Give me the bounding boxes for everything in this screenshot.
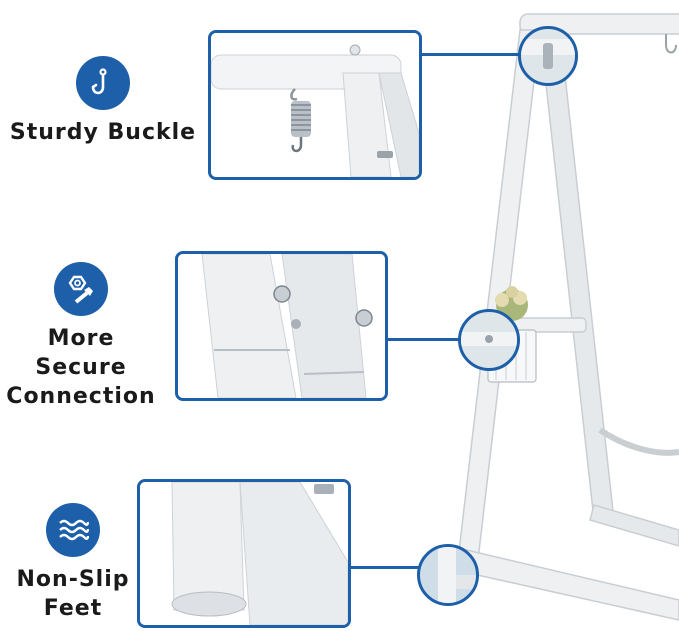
zoom-bubble-feet (417, 544, 479, 606)
zoom-bubble-connection (458, 309, 520, 371)
detail-panel-connection (175, 251, 388, 401)
feature-title-line1: Non-Slip (16, 567, 130, 592)
connector-line-buckle (418, 53, 522, 56)
feature-title-line2: Connection (6, 384, 156, 409)
connector-line-connection (382, 338, 460, 341)
detail-panel-feet (137, 479, 351, 628)
hook-spring-closeup (211, 33, 419, 177)
feature-secure-connection: More Secure Connection (0, 262, 162, 411)
feature-non-slip-feet: Non-Slip Feet (0, 503, 146, 623)
feature-title: Sturdy Buckle (9, 120, 197, 145)
bolt-joint-closeup (178, 254, 385, 398)
bolt-nut-icon (54, 262, 108, 316)
feature-title-line1: More Secure (35, 326, 127, 380)
zoom-bubble-buckle (518, 26, 578, 86)
feature-sturdy-buckle: Sturdy Buckle (0, 56, 206, 147)
hook-icon (76, 56, 130, 110)
detail-panel-buckle (208, 30, 422, 180)
feature-title-line2: Feet (43, 596, 103, 621)
wave-grip-icon (46, 503, 100, 557)
connector-line-feet (345, 566, 420, 569)
tube-foot-closeup (140, 482, 348, 625)
